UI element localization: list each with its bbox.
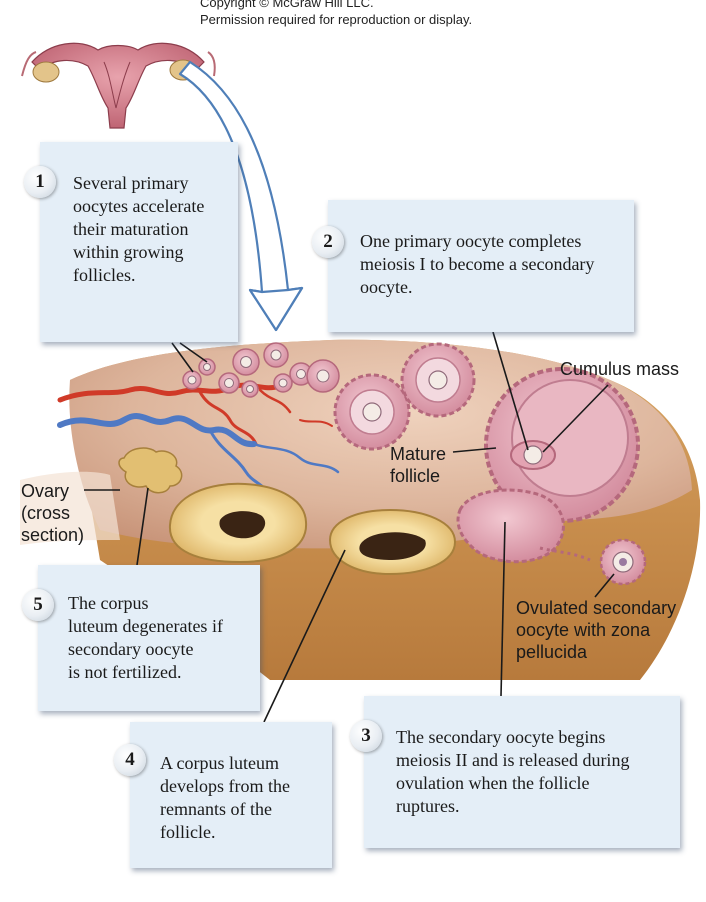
step-5-number: 5 — [22, 589, 54, 621]
step-5-line: luteum degenerates if — [68, 616, 223, 636]
step-1-text: Several primary oocytes accelerate their… — [73, 172, 233, 287]
step-4-callout: A corpus luteum develops from the remnan… — [130, 722, 332, 868]
step-3-line: ovulation when the follicle — [396, 773, 590, 793]
primary-follicles — [182, 342, 340, 398]
step-5-text: The corpus luteum degenerates if seconda… — [68, 592, 256, 684]
step-1-line: their maturation — [73, 219, 189, 239]
step-1-line: follicles. — [73, 265, 136, 285]
step-3-line: The secondary oocyte begins — [396, 727, 606, 747]
step-2-line: meiosis I to become a secondary — [360, 254, 595, 274]
corpus-luteum-large — [168, 482, 308, 564]
mature-follicle — [484, 367, 640, 523]
step-2-callout: One primary oocyte completes meiosis I t… — [328, 200, 634, 332]
step-4-line: follicle. — [160, 822, 216, 842]
mature-follicle-label: Mature follicle — [390, 443, 446, 487]
step-2-line: One primary oocyte completes — [360, 231, 582, 251]
mature-follicle-line: follicle — [390, 466, 441, 486]
ovary-line: Ovary — [21, 481, 70, 501]
step-1-line: oocytes accelerate — [73, 196, 205, 216]
growing-follicles — [333, 342, 476, 451]
cumulus-mass-label: Cumulus mass — [560, 359, 680, 379]
step-2-text: One primary oocyte completes meiosis I t… — [360, 230, 630, 299]
step-3-text: The secondary oocyte begins meiosis II a… — [396, 726, 678, 818]
step-2-line: oocyte. — [360, 277, 413, 297]
degenerating-corpus-luteum — [118, 447, 183, 494]
step-3-line: ruptures. — [396, 796, 460, 816]
ovulated-oocyte-line: Ovulated secondary — [516, 598, 677, 618]
ovulated-oocyte-label: Ovulated secondary oocyte with zona pell… — [516, 597, 676, 663]
copyright-notice: Copyright © McGraw Hill LLC. Permission … — [200, 0, 472, 28]
ovary-line: (cross — [21, 503, 70, 523]
step-5-line: is not fertilized. — [68, 662, 182, 682]
step-4-line: A corpus luteum — [160, 753, 279, 773]
step-5-line: The corpus — [68, 593, 149, 613]
copyright-line: Copyright © McGraw Hill LLC. — [200, 0, 374, 10]
step-1-callout: Several primary oocytes accelerate their… — [40, 142, 238, 342]
step-4-line: develops from the — [160, 776, 290, 796]
ovary-line: section) — [21, 525, 85, 545]
permission-line: Permission required for reproduction or … — [200, 12, 473, 27]
ovulated-oocyte-line: oocyte with zona — [516, 620, 651, 640]
step-2-number: 2 — [312, 226, 344, 258]
step-3-callout: The secondary oocyte begins meiosis II a… — [364, 696, 680, 848]
step-4-line: remnants of the — [160, 799, 272, 819]
leader-lines — [84, 331, 615, 723]
corpus-luteum-developing — [328, 508, 457, 576]
step-1-line: Several primary — [73, 173, 189, 193]
ruptured-follicle — [456, 488, 591, 564]
uterus-icon — [21, 42, 216, 129]
step-4-text: A corpus luteum develops from the remnan… — [160, 752, 330, 844]
step-1-number: 1 — [24, 166, 56, 198]
step-5-line: secondary oocyte — [68, 639, 194, 659]
mature-follicle-line: Mature — [390, 444, 447, 464]
step-5-callout: The corpus luteum degenerates if seconda… — [38, 565, 260, 711]
step-3-number: 3 — [350, 720, 382, 752]
step-3-line: meiosis II and is released during — [396, 750, 630, 770]
step-4-number: 4 — [114, 744, 146, 776]
ovulated-oocyte — [599, 538, 647, 586]
ovary-label: Ovary (cross section) — [21, 480, 84, 546]
step-1-line: within growing — [73, 242, 184, 262]
ovulated-oocyte-line: pellucida — [516, 642, 588, 662]
